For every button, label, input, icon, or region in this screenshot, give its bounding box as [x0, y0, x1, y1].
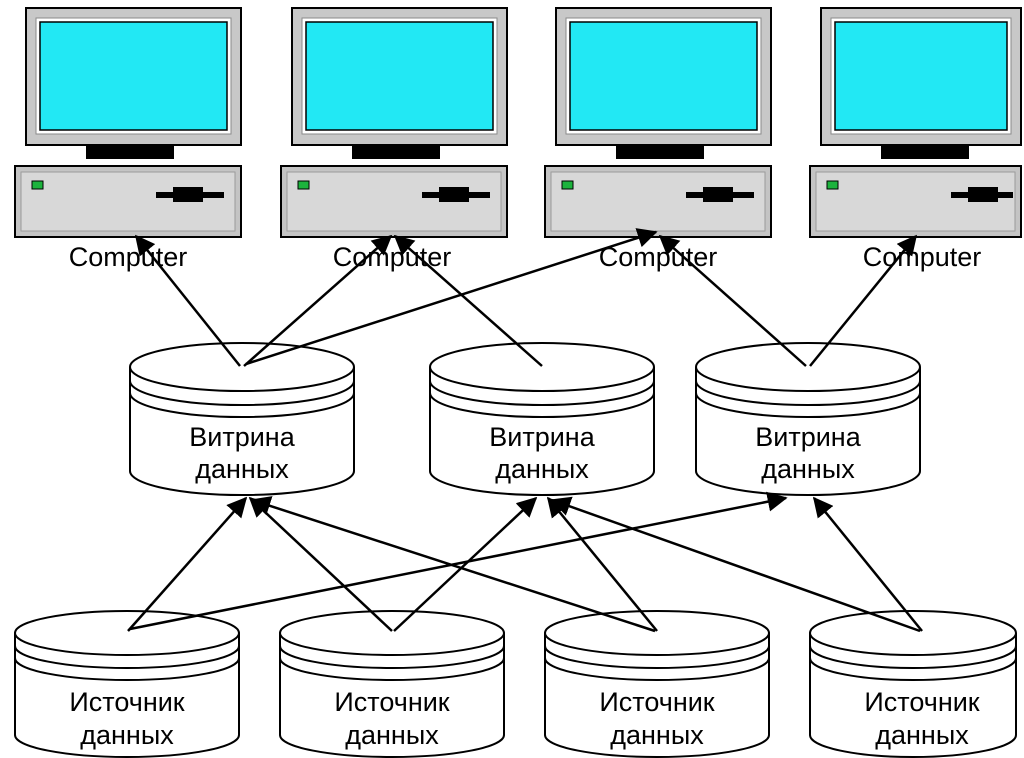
data-mart-label-line2: данных [761, 454, 855, 484]
computer-label: Computer [333, 242, 452, 272]
monitor-icon [25, 7, 242, 159]
data-source-1: Источник данных [14, 610, 240, 758]
arrow-source3-mart1 [250, 496, 656, 633]
computer-3 [544, 7, 772, 238]
arrow-source4-mart2 [550, 496, 921, 633]
data-source-label-line2: данных [345, 720, 439, 750]
data-mart-label-line1: Витрина [489, 422, 595, 452]
computer-2 [280, 7, 508, 238]
data-source-label-line2: данных [610, 720, 704, 750]
computer-label: Computer [69, 242, 188, 272]
data-source-label-line1: Источник [599, 687, 714, 717]
data-mart-3: Витрина данных [695, 342, 921, 496]
data-mart-1: Витрина данных [129, 342, 355, 496]
system-unit-icon [809, 165, 1022, 238]
computer-label: Computer [863, 242, 982, 272]
mart-to-computer-arrows [134, 228, 918, 367]
data-source-label-line1: Источник [864, 687, 979, 717]
data-source-3: Источник данных [544, 610, 770, 758]
arrow-source1-mart1 [127, 496, 248, 632]
data-mart-label-line1: Витрина [755, 422, 861, 452]
system-unit-icon [14, 165, 242, 238]
data-source-4: Источник данных [809, 610, 1017, 758]
arrow-source1-mart3 [129, 491, 788, 631]
computer-4 [809, 7, 1022, 238]
arrow-mart3-computer4 [809, 234, 918, 367]
data-mart-label-line1: Витрина [189, 422, 295, 452]
computer-label: Computer [599, 242, 718, 272]
data-mart-label-line2: данных [195, 454, 289, 484]
arrow-source2-mart2 [393, 496, 538, 632]
data-source-label-line2: данных [80, 720, 174, 750]
arrow-source3-mart2 [546, 496, 658, 632]
data-mart-label-line2: данных [495, 454, 589, 484]
data-source-label-line1: Источник [334, 687, 449, 717]
arrow-mart2-computer2 [393, 234, 543, 367]
arrow-mart1-computer1 [134, 234, 241, 367]
monitor-icon [555, 7, 772, 159]
system-unit-icon [280, 165, 508, 238]
arrow-mart3-computer3 [658, 234, 807, 367]
monitor-icon [291, 7, 508, 159]
source-to-mart-arrows [127, 491, 923, 633]
arrow-mart1-computer3 [245, 228, 658, 366]
data-source-label-line2: данных [875, 720, 969, 750]
arrow-source2-mart1 [248, 496, 393, 632]
arrow-mart1-computer2 [243, 234, 393, 367]
arrow-source4-mart3 [812, 496, 923, 632]
system-unit-icon [544, 165, 772, 238]
computer-1 [14, 7, 242, 238]
monitor-icon [820, 7, 1022, 159]
data-source-label-line1: Источник [69, 687, 184, 717]
data-mart-2: Витрина данных [429, 342, 655, 496]
data-source-2: Источник данных [279, 610, 505, 758]
